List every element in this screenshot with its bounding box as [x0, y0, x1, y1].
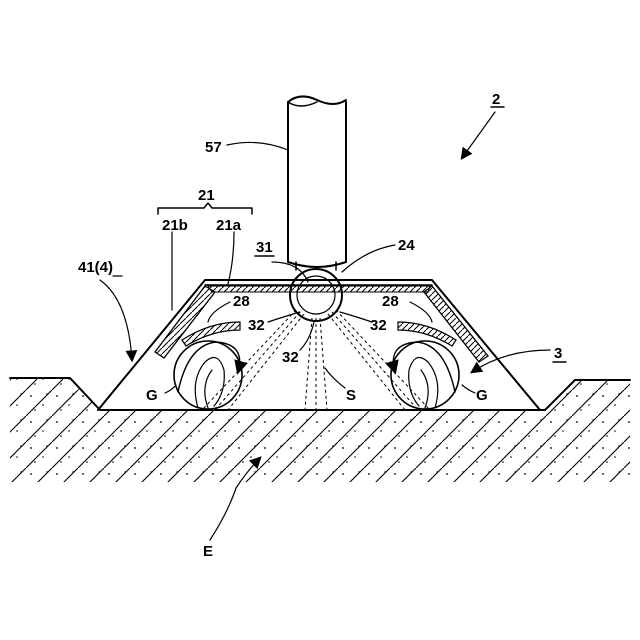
casing-top: [208, 286, 430, 292]
label-assembly: 2: [492, 91, 500, 108]
label-nozzle-right: 32: [370, 317, 387, 334]
ground: [10, 378, 630, 482]
label-casing-group: 21: [198, 187, 215, 204]
label-nozzle-center: 32: [282, 349, 299, 366]
casing-right: [424, 286, 488, 362]
label-nozzle-head: 31: [256, 239, 273, 256]
vortex-right: [391, 341, 459, 409]
casing-left: [155, 286, 215, 358]
label-joint: 24: [398, 237, 415, 254]
label-vortex-left: G: [146, 387, 158, 404]
pipe: [288, 96, 346, 267]
label-cover: 41(4): [78, 259, 113, 276]
cover-housing: [98, 280, 540, 410]
label-casing-inner: 21a: [216, 217, 242, 234]
soil-body: [10, 378, 630, 482]
label-casing-outer: 21b: [162, 217, 188, 234]
vortex-left: [174, 341, 242, 409]
guide-right: [398, 322, 456, 346]
label-vortex-right: G: [476, 387, 488, 404]
label-nozzle-left: 32: [248, 317, 265, 334]
bracket-21: [158, 203, 252, 214]
label-spray: S: [346, 387, 356, 404]
label-guide-right: 28: [382, 293, 399, 310]
label-guide-left: 28: [233, 293, 250, 310]
label-pipe: 57: [205, 139, 222, 156]
label-ground: E: [203, 543, 213, 560]
label-unit: 3: [554, 345, 562, 362]
